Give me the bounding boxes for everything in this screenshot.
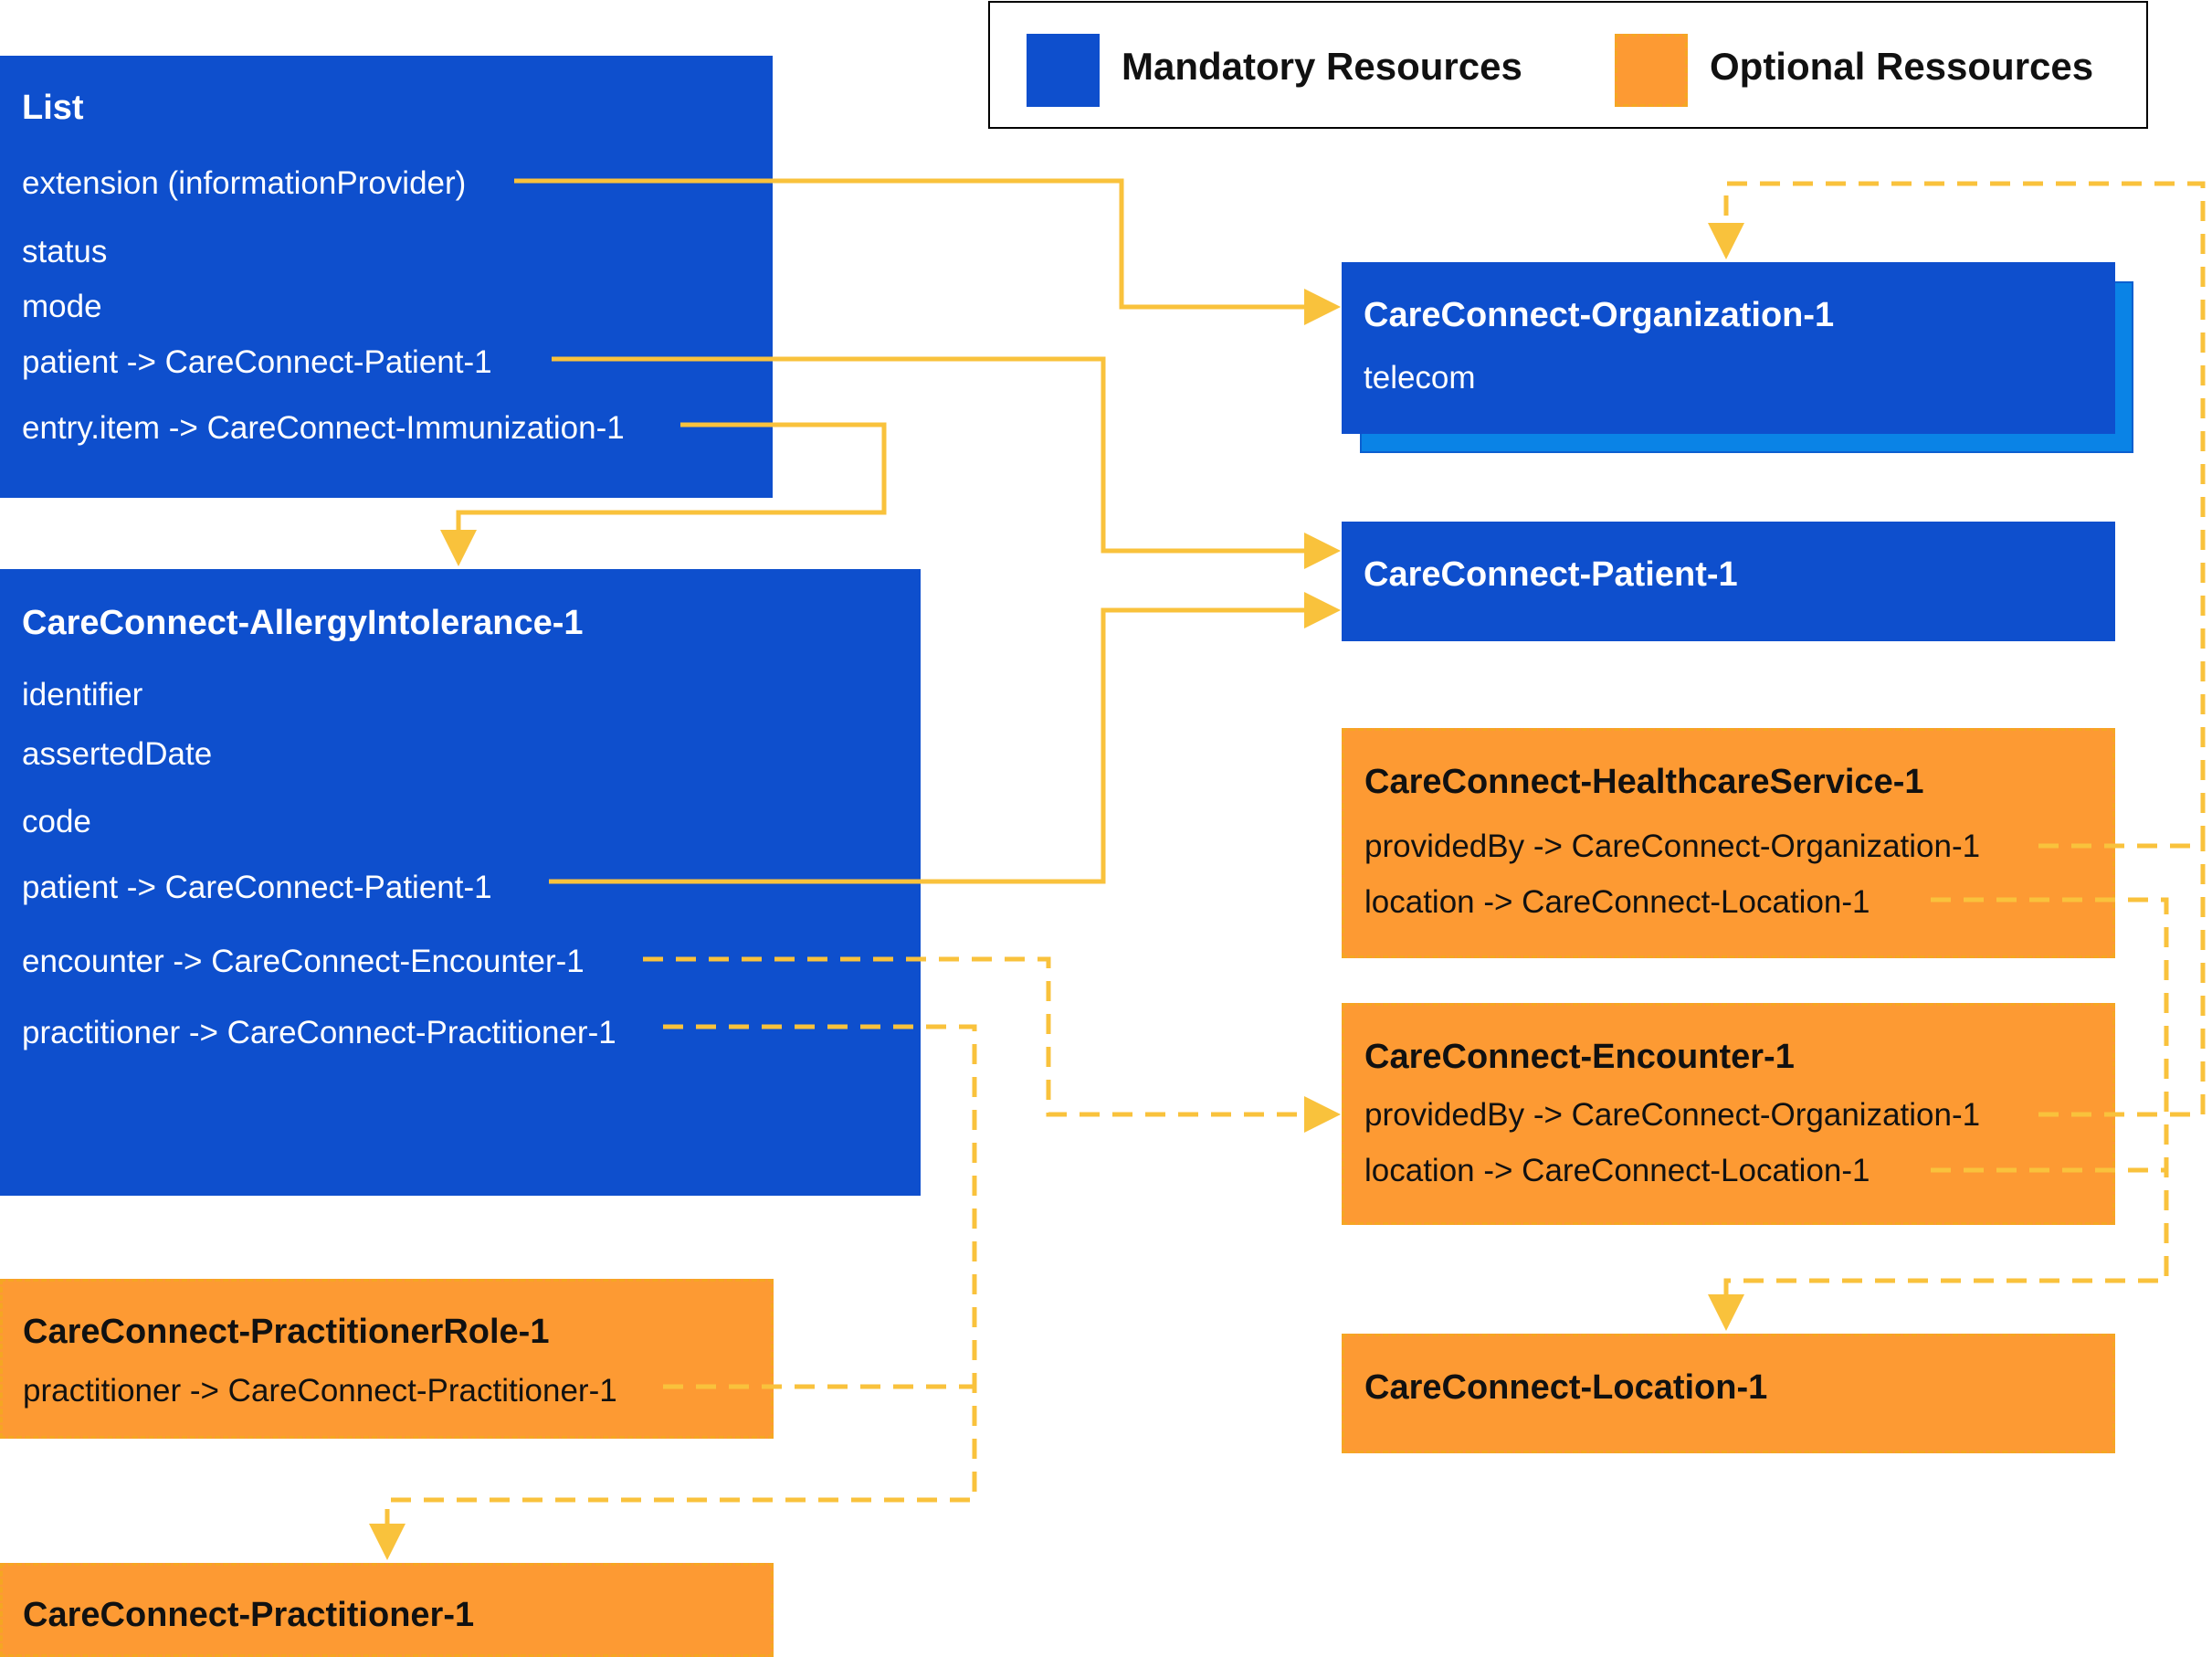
- list-title: List: [22, 89, 84, 127]
- healthcare-service-resource: CareConnect-HealthcareService-1 provided…: [1342, 728, 2115, 958]
- practitioner-role-field-practitioner: practitioner -> CareConnect-Practitioner…: [23, 1373, 617, 1409]
- connector-encounter-to-organization: [2038, 846, 2206, 1117]
- legend: Mandatory Resources Optional Ressources: [988, 1, 2148, 129]
- list-field-extension: extension (informationProvider): [22, 165, 467, 201]
- optional-legend-label: Optional Ressources: [1710, 45, 2094, 88]
- connector-allergy-to-patient: [549, 592, 1341, 884]
- practitioner-role-resource: CareConnect-PractitionerRole-1 practitio…: [0, 1279, 774, 1439]
- encounter-resource: CareConnect-Encounter-1 providedBy -> Ca…: [1342, 1003, 2115, 1225]
- connector-allergy-to-practitioner: [369, 1024, 977, 1560]
- connector-list-to-organization: [514, 178, 1341, 325]
- healthcare-service-title: CareConnect-HealthcareService-1: [1364, 763, 1924, 801]
- list-field-entry-item: entry.item -> CareConnect-Immunization-1: [22, 410, 625, 446]
- location-title: CareConnect-Location-1: [1364, 1368, 1768, 1407]
- allergy-title: CareConnect-AllergyIntolerance-1: [22, 604, 584, 642]
- healthcare-service-field-provided-by: providedBy -> CareConnect-Organization-1: [1364, 828, 1981, 864]
- practitioner-resource: CareConnect-Practitioner-1: [0, 1563, 774, 1657]
- connector-healthcare-to-organization: [1708, 181, 2206, 849]
- connector-list-to-allergy: [440, 422, 887, 566]
- mandatory-legend-label: Mandatory Resources: [1122, 45, 1522, 88]
- list-resource: List extension (informationProvider) sta…: [0, 56, 773, 498]
- location-resource: CareConnect-Location-1: [1342, 1334, 2115, 1453]
- mandatory-swatch: [1027, 34, 1100, 107]
- list-field-patient: patient -> CareConnect-Patient-1: [22, 344, 492, 380]
- list-field-status: status: [22, 234, 108, 269]
- allergy-field-patient: patient -> CareConnect-Patient-1: [22, 870, 492, 905]
- connector-list-to-patient: [552, 356, 1341, 569]
- organization-field-telecom: telecom: [1364, 360, 1476, 396]
- allergy-field-encounter: encounter -> CareConnect-Encounter-1: [22, 944, 585, 979]
- list-field-mode: mode: [22, 289, 102, 324]
- allergy-field-code: code: [22, 804, 91, 839]
- allergy-field-asserted-date: assertedDate: [22, 736, 213, 772]
- encounter-field-provided-by: providedBy -> CareConnect-Organization-1: [1364, 1097, 1981, 1133]
- allergy-field-practitioner: practitioner -> CareConnect-Practitioner…: [22, 1015, 616, 1050]
- practitioner-role-title: CareConnect-PractitionerRole-1: [23, 1313, 550, 1351]
- connector-allergy-to-encounter: [643, 956, 1341, 1133]
- connector-healthcare-to-location: [1708, 897, 2169, 1331]
- healthcare-service-field-location: location -> CareConnect-Location-1: [1364, 884, 1870, 920]
- organization-title: CareConnect-Organization-1: [1364, 296, 1835, 334]
- optional-swatch: [1615, 34, 1688, 107]
- organization-resource: CareConnect-Organization-1 telecom: [1342, 262, 2115, 434]
- allergy-field-identifier: identifier: [22, 677, 143, 712]
- encounter-title: CareConnect-Encounter-1: [1364, 1038, 1795, 1076]
- practitioner-title: CareConnect-Practitioner-1: [23, 1596, 475, 1634]
- patient-resource: CareConnect-Patient-1: [1342, 522, 2115, 641]
- patient-title: CareConnect-Patient-1: [1364, 555, 1738, 594]
- encounter-field-location: location -> CareConnect-Location-1: [1364, 1153, 1870, 1188]
